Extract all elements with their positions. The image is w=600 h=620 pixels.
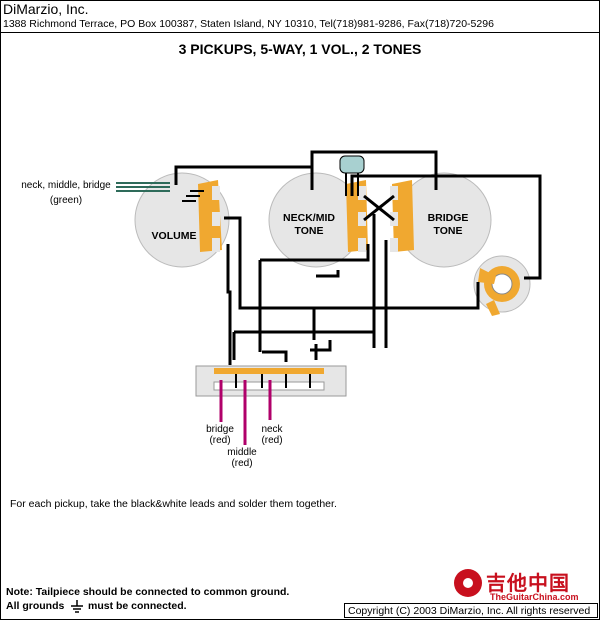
watermark-subtext: TheGuitarChina.com <box>490 592 579 602</box>
middle-lead-label-line2: (red) <box>231 458 253 469</box>
bridge-tone-label-line1: BRIDGE <box>427 212 469 224</box>
pickup-leads <box>219 380 272 445</box>
black-white-note: For each pickup, take the black&white le… <box>10 498 337 510</box>
wires <box>174 150 542 365</box>
output-jack <box>473 255 531 316</box>
ground-leads-label-line2: (green) <box>49 195 83 206</box>
ground-symbol-note <box>71 600 83 613</box>
grounds-note-prefix: All grounds <box>6 600 65 612</box>
ground-leads-green <box>116 182 170 192</box>
copyright-notice: Copyright (C) 2003 DiMarzio, Inc. All ri… <box>344 603 598 618</box>
tone-capacitor <box>339 155 365 174</box>
company-name: DiMarzio, Inc. <box>3 1 89 17</box>
ground-leads-label-line1: neck, middle, bridge <box>21 180 111 191</box>
ground-symbol-volume <box>182 190 204 202</box>
bridge-lead-label-line1: bridge <box>206 424 234 435</box>
tailpiece-note: Note: Tailpiece should be connected to c… <box>6 586 290 598</box>
header: DiMarzio, Inc. 1388 Richmond Terrace, PO… <box>0 0 600 33</box>
volume-label: VOLUME <box>151 230 197 242</box>
bridge-tone-label-line2: TONE <box>433 225 463 237</box>
neck-lead-label-line1: neck <box>261 424 283 435</box>
neck-mid-tone-label-line1: NECK/MID <box>283 212 335 224</box>
grounds-note-suffix: must be connected. <box>88 600 187 612</box>
neck-lead-label-line2: (red) <box>261 435 283 446</box>
neck-mid-tone-label: NECK/MID TONE <box>276 212 342 238</box>
bridge-tone-pot-lugs <box>390 180 414 252</box>
watermark-text: 吉他中国 <box>486 573 570 595</box>
neck-mid-tone-pot-lugs <box>346 180 368 252</box>
company-address: 1388 Richmond Terrace, PO Box 100387, St… <box>3 18 494 30</box>
watermark-guitar-icon <box>454 569 482 597</box>
volume-pot-lugs <box>198 180 222 252</box>
bridge-tone-label: BRIDGE TONE <box>418 212 478 238</box>
neck-mid-tone-label-line2: TONE <box>294 225 324 237</box>
diagram-title: 3 PICKUPS, 5-WAY, 1 VOL., 2 TONES <box>178 41 422 57</box>
middle-lead-label-line1: middle <box>227 447 257 458</box>
bridge-lead-label-line2: (red) <box>209 435 231 446</box>
